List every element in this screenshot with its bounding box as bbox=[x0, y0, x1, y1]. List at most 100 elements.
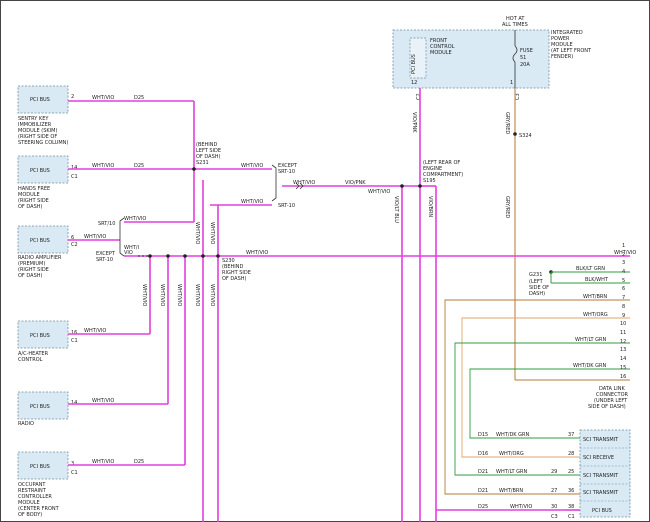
ac-heater-chip: PCI BUS bbox=[30, 333, 50, 339]
dlc-pin-15: 15 bbox=[620, 365, 626, 371]
hfm-name-3: (RIGHT SIDE bbox=[18, 198, 49, 204]
whti-wire-label-1: WHT/I bbox=[124, 245, 139, 251]
except-srt10-wire: WHT/VIO bbox=[241, 163, 263, 169]
except-option-2: SRT-10 bbox=[96, 257, 113, 263]
radio-amp-name-3: (RIGHT SIDE bbox=[18, 267, 49, 273]
skim-wire-label: WHT/VIO bbox=[92, 95, 114, 101]
srt10-wire-label: WHT/VIO bbox=[124, 216, 146, 222]
ac-heater-conn: C1 bbox=[71, 338, 78, 344]
ipm-name-3: MODULE bbox=[551, 42, 573, 48]
radio-amp-chip: PCI BUS bbox=[30, 238, 50, 244]
fcm-conn: C2 bbox=[416, 93, 422, 100]
hfm-chip: PCI BUS bbox=[30, 168, 50, 174]
blkltgrn-label: BLK/LT GRN bbox=[576, 266, 605, 272]
sci-module: SCI TRANSMIT SCI RECEIVE SCI TRANSMIT SC… bbox=[579, 429, 631, 518]
ipm-pin: 1 bbox=[510, 80, 513, 86]
whtbrn-label: WHT/BRN bbox=[583, 294, 607, 300]
dlc-pin-7: 7 bbox=[622, 295, 625, 301]
ipm-name-2: POWER bbox=[551, 36, 570, 42]
sci-pin-r-3: 25 bbox=[568, 469, 574, 475]
sci-pin-l-5: 30 bbox=[551, 504, 557, 510]
ac-heater-pin: 16 bbox=[71, 330, 77, 336]
vert-label-viopnk: VIO/PNK bbox=[411, 112, 417, 133]
s230-label-4: OF DASH) bbox=[222, 276, 247, 282]
g231-label-3: SIDE OF bbox=[529, 285, 549, 291]
hfm-pin: 14 bbox=[71, 165, 77, 171]
radio-amp-name-1: RADIO AMPLIFIER bbox=[18, 255, 62, 261]
sci-label-1: SCI TRANSMIT bbox=[583, 437, 619, 443]
orc-conn: C1 bbox=[71, 470, 78, 476]
sci-wire-3: WHT/LT GRN bbox=[496, 469, 528, 475]
sci-wire-5: WHT/VIO bbox=[510, 504, 532, 510]
dlc-pci-wire-label: WHT/VIO bbox=[614, 250, 636, 256]
fcm-name-1: FRONT bbox=[430, 38, 448, 44]
fcm-name-2: CONTROL bbox=[430, 44, 455, 50]
skim-name-5: STEERING COLUMN) bbox=[18, 140, 68, 146]
orc-name-4: MODULE bbox=[18, 500, 40, 506]
dlc-name-1: DATA LINK bbox=[599, 386, 625, 392]
dlc-pin-9: 9 bbox=[622, 313, 625, 319]
dlc-pin-2: 2 bbox=[622, 252, 625, 258]
dlc-pin-6: 6 bbox=[622, 286, 625, 292]
vert-label-violtblu: VIO/LT BLU bbox=[393, 196, 399, 223]
dlc-name-4: SIDE OF DASH) bbox=[588, 404, 626, 410]
vio-wire-label: VIO bbox=[124, 250, 133, 256]
fcm-chip: PCI BUS bbox=[411, 54, 417, 74]
hot-at-text: HOT AT bbox=[506, 16, 525, 22]
srt10-option: SRT/10 bbox=[98, 221, 115, 227]
fcm-name-3: MODULE bbox=[430, 50, 452, 56]
hfm-name-2: MODULE bbox=[18, 192, 40, 198]
dlc-pin-12: 12 bbox=[620, 339, 626, 345]
s230-dot-3 bbox=[183, 254, 187, 258]
dlc-pin-1: 1 bbox=[622, 243, 625, 249]
dlc-name-2: CONNECTOR bbox=[596, 392, 629, 398]
s231-label-4: S231 bbox=[196, 160, 209, 166]
vert-label-2: WHT/VIO bbox=[159, 284, 165, 306]
orc-module: PCI BUS 3 C1 OCCUPANT RESTRAINT CONTROLL… bbox=[17, 451, 78, 518]
sci-pin-r-5: 38 bbox=[568, 504, 574, 510]
sci-label-5: PCI BUS bbox=[592, 508, 612, 514]
gryred-wire-mid: GRY/RED bbox=[504, 196, 510, 218]
orc-name-3: CONTROLLER bbox=[18, 494, 52, 500]
skim-name-2: IMMOBILIZER bbox=[18, 122, 52, 128]
whtdkgrn-label: WHT/DK GRN bbox=[573, 363, 607, 369]
s231-label-3: OF DASH) bbox=[196, 154, 221, 160]
dlc-pin-11: 11 bbox=[620, 330, 626, 336]
s230-label-2: (BEHIND bbox=[222, 264, 244, 270]
skim-name-3: MODULE (SKIM) bbox=[18, 128, 57, 134]
dlc-pin-4: 4 bbox=[622, 269, 625, 275]
hfm-wire-label: WHT/VIO bbox=[92, 163, 114, 169]
orc-name-5: (CENTER FRONT bbox=[18, 506, 60, 512]
s324-dot bbox=[513, 132, 517, 136]
dlc-pin-16: 16 bbox=[620, 374, 626, 380]
radio-amp-name-4: OF DASH) bbox=[18, 273, 43, 279]
orc-name-2: RESTRAINT bbox=[18, 488, 47, 494]
sci-wire-1: WHT/DK GRN bbox=[496, 432, 530, 438]
dlc-pin-13: 13 bbox=[620, 347, 626, 353]
skim-pin: 2 bbox=[71, 94, 74, 100]
skim-name-1: SENTRY KEY bbox=[18, 116, 49, 122]
sci-ckt-5: D25 bbox=[478, 504, 488, 510]
dlc-pin-column: 1 2 3 4 5 6 7 8 9 10 11 12 13 14 15 16 bbox=[620, 243, 626, 380]
g231-label-4: DASH) bbox=[529, 291, 545, 297]
s195-label-4: S195 bbox=[423, 178, 436, 184]
s195-down-wire-label: WHT/VIO bbox=[368, 189, 390, 195]
hands-free-module: PCI BUS 14 C1 HANDS FREE MODULE (RIGHT S… bbox=[17, 155, 78, 210]
except-option-1: EXCEPT bbox=[96, 251, 116, 257]
radio-pin: 14 bbox=[71, 400, 77, 406]
all-times-text: ALL TIMES bbox=[502, 22, 528, 28]
fuse-number: 51 bbox=[520, 55, 526, 61]
sci-label-3: SCI TRANSMIT bbox=[583, 473, 619, 479]
radio-module: PCI BUS 14 RADIO bbox=[17, 391, 77, 427]
dlc-name-3: (UNDER LEFT bbox=[594, 398, 628, 404]
dlc-pin-3: 3 bbox=[622, 260, 625, 266]
s324-label: S324 bbox=[519, 133, 532, 139]
dlc-pin-5: 5 bbox=[622, 278, 625, 284]
s230-label-1: S230 bbox=[222, 258, 235, 264]
s230-dot-5 bbox=[216, 254, 220, 258]
s230-dot-4 bbox=[201, 254, 205, 258]
sci-wire-4: WHT/BRN bbox=[499, 488, 523, 494]
orc-chip: PCI BUS bbox=[30, 464, 50, 470]
radio-wire-label: WHT/VIO bbox=[92, 398, 114, 404]
